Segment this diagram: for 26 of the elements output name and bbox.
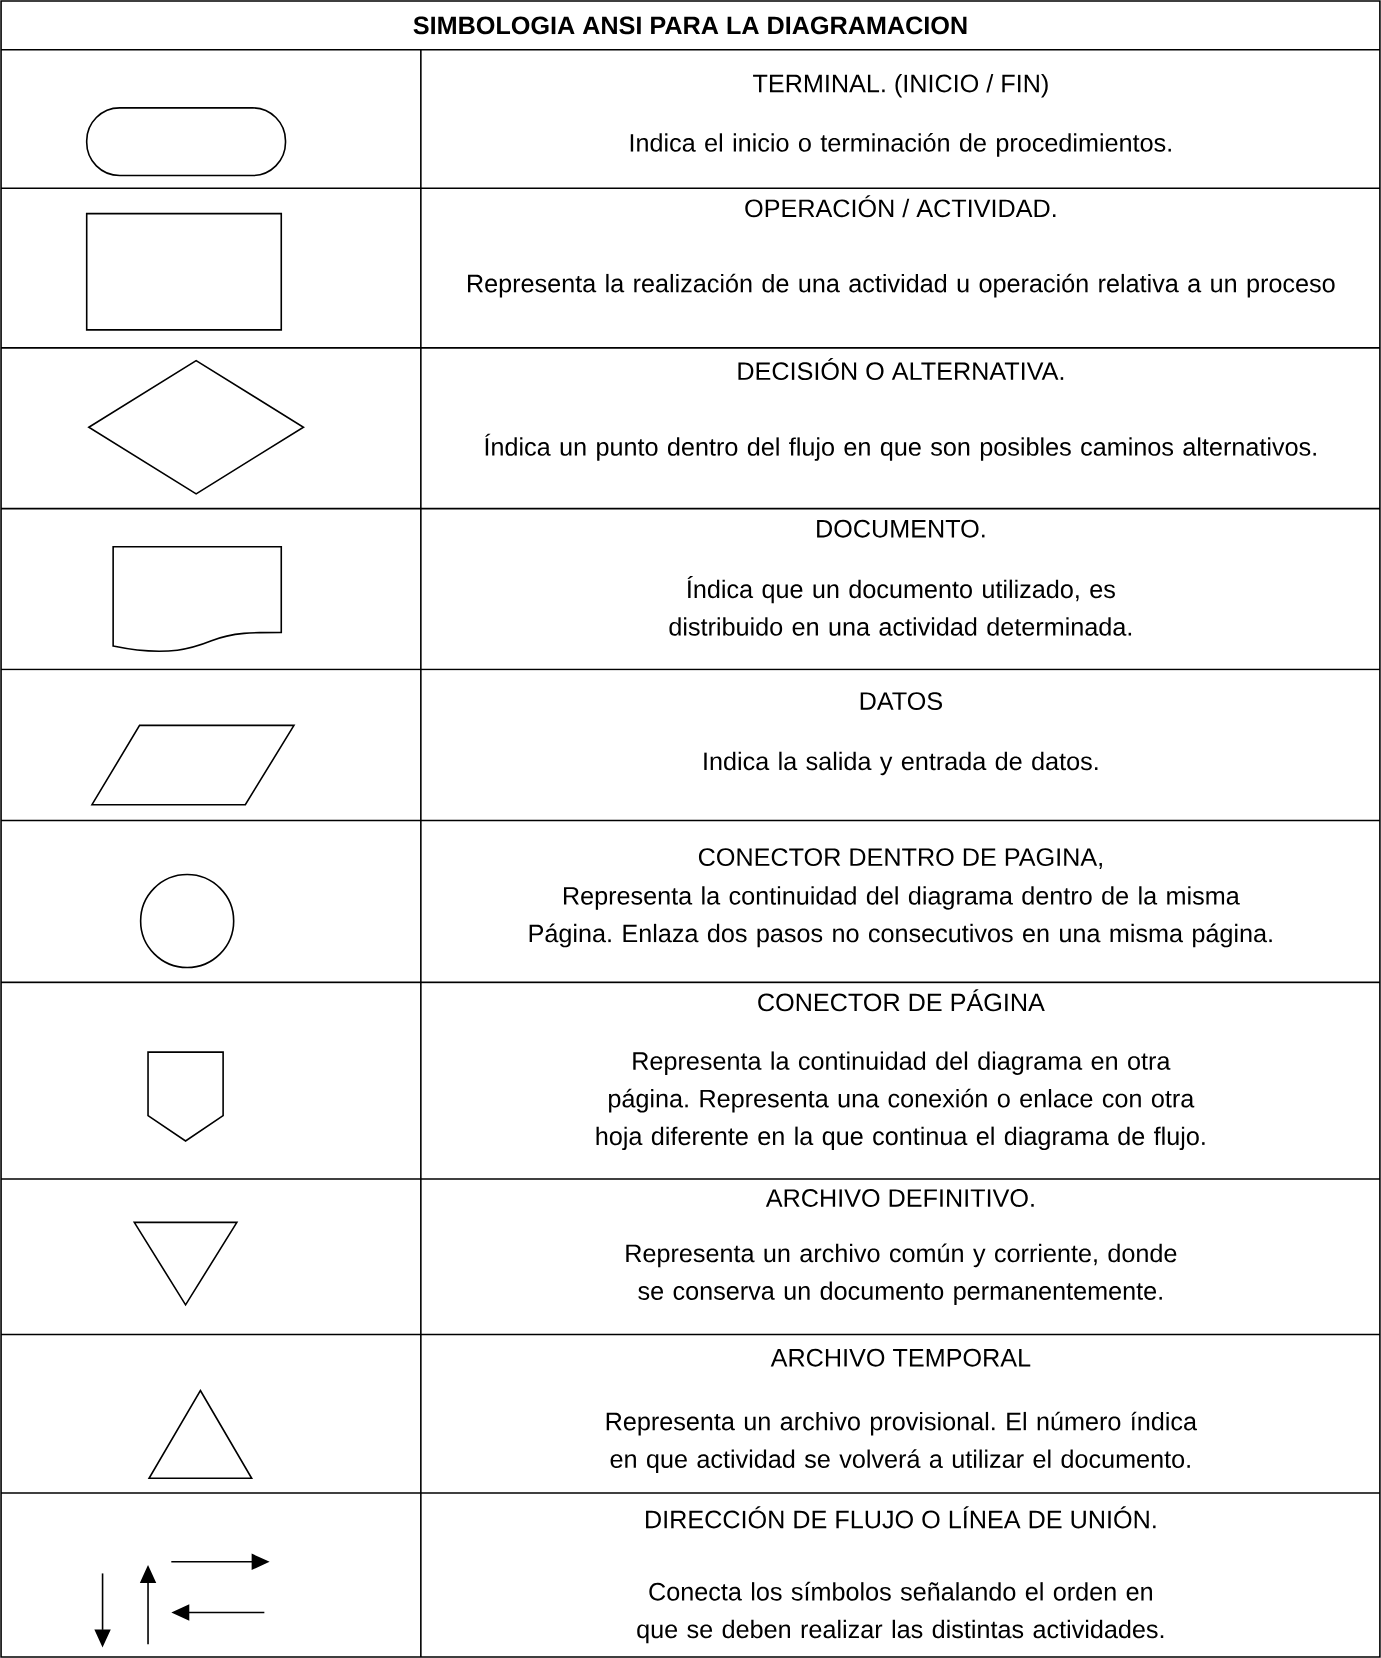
symbol-description: Representa un archivo provisional. El número índica en que actividad se volverá a utilizar el documento. <box>606 1411 1198 1473</box>
symbol-name: ARCHIVO DEFINITIVO. <box>765 1189 1034 1207</box>
symbol-name: TERMINAL. (INICIO / FIN) <box>753 73 1048 98</box>
symbol-name: DOCUMENTO. <box>817 519 985 538</box>
terminal-symbol <box>85 107 287 177</box>
symbol-description: Índica que un documento utilizado, es distribuido en una actividad determinada. <box>669 576 1132 636</box>
document-symbol <box>112 545 283 653</box>
connector-circle <box>139 873 235 969</box>
symbol-description: Indica la salida y entrada de datos. <box>704 751 1098 776</box>
process-symbol <box>85 212 283 331</box>
symbol-description: Representa la continuidad del diagrama dentro de la misma Página. Enlaza dos pasos no consecutivos en una misma página. <box>529 886 1272 948</box>
symbol-name: CONECTOR DENTRO DE PAGINA, <box>698 848 1102 870</box>
table-title: SIMBOLOGIA ANSI PARA LA DIAGRAMACION <box>413 16 967 35</box>
symbol-description: Indica el inicio o terminación de procedimientos. <box>630 133 1171 157</box>
symbol-name: DATOS <box>860 692 943 710</box>
symbol-description: Representa un archivo común y corriente, donde se conserva un documento permanentemente. <box>626 1243 1177 1305</box>
symbol-description: Representa la continuidad del diagrama en otra página. Representa una conexión o enlace con otra hoja diferente en la que continua el diagrama de flujo. <box>596 1051 1205 1151</box>
symbol-name: CONECTOR DE PÁGINA <box>758 989 1045 1012</box>
symbol-name: DIRECCIÓN DE FLUJO O LÍNEA DE UNIÓN. <box>646 1506 1156 1529</box>
symbol-description: Conecta los símbolos señalando el orden en que se deben realizar las distintas actividades. <box>637 1581 1164 1644</box>
symbol-description: Representa la realización de una actividad u operación relativa a un proceso <box>468 273 1335 298</box>
symbol-name: DECISIÓN O ALTERNATIVA. <box>738 358 1064 381</box>
symbol-name: OPERACIÓN / ACTIVIDAD. <box>745 195 1056 218</box>
symbol-name: ARCHIVO TEMPORAL <box>770 1348 1031 1367</box>
symbol-description: Índica un punto dentro del flujo en que son posibles caminos alternativos. <box>485 433 1316 461</box>
off-page-connector <box>147 1051 224 1142</box>
